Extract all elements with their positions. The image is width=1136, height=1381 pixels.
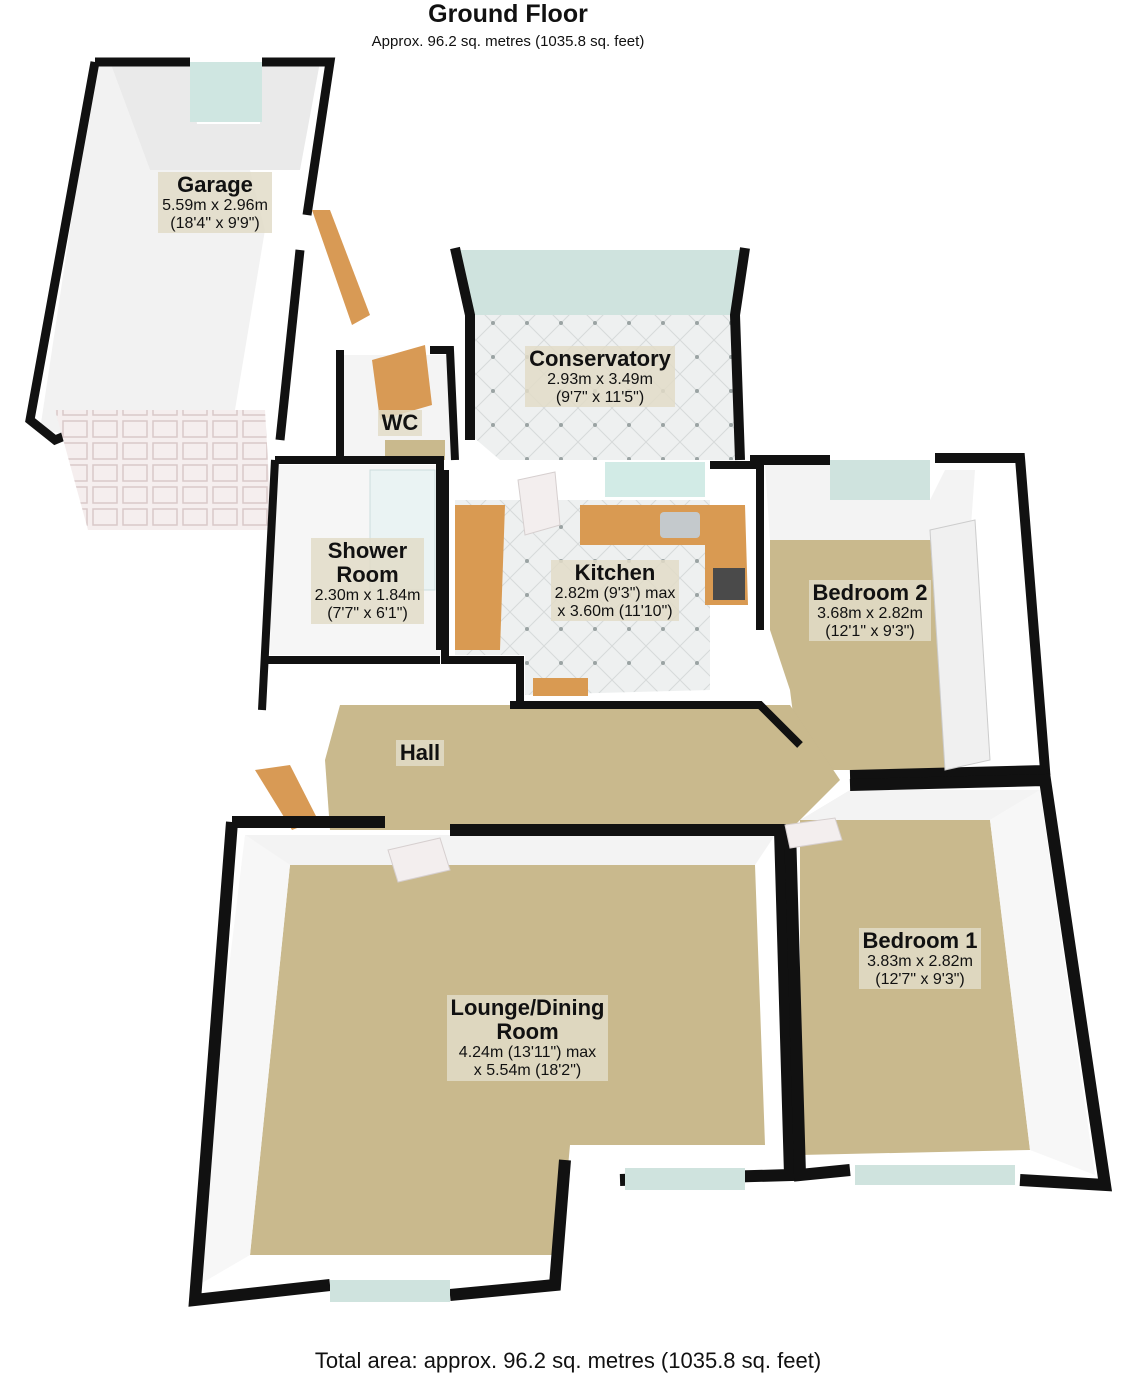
bedroom-1-label: Bedroom 1 3.83m x 2.82m (12'7" x 9'3")	[840, 928, 1000, 990]
kitchen-dimensions-metric: 2.82m (9'3") max	[554, 585, 676, 603]
garage-door	[55, 410, 272, 530]
bedroom-1-name: Bedroom 1	[862, 928, 978, 953]
bedroom-2-dimensions-imperial: (12'1" x 9'3")	[825, 622, 915, 640]
lounge-dining-dimensions-imperial: x 5.54m (18'2")	[473, 1061, 582, 1079]
lounge-dining-label: Lounge/Dining Room 4.24m (13'11") max x …	[425, 995, 630, 1081]
plan-title: Ground Floor	[428, 0, 588, 28]
hall-room	[255, 656, 840, 830]
wc-label: WC	[370, 410, 430, 437]
bedroom-1-window	[855, 1165, 1015, 1185]
hob-icon	[713, 568, 745, 600]
lounge-window-right	[625, 1168, 745, 1190]
conservatory-window	[605, 462, 705, 497]
bedroom-1-door	[784, 817, 843, 849]
garage-side-door	[312, 210, 370, 325]
conservatory-label: Conservatory 2.93m x 3.49m (9'7" x 11'5"…	[510, 346, 690, 408]
bedroom-2-window	[830, 460, 930, 500]
bedroom-1-dimensions-imperial: (12'7" x 9'3")	[875, 970, 965, 988]
kitchen-door	[517, 471, 561, 536]
conservatory-name: Conservatory	[529, 346, 671, 371]
kitchen-worktop-right	[580, 505, 748, 605]
bedroom-2-label: Bedroom 2 3.68m x 2.82m (12'1" x 9'3")	[795, 580, 945, 642]
front-door	[255, 765, 318, 830]
wc-room	[336, 345, 459, 461]
total-area: Total area: approx. 96.2 sq. metres (103…	[314, 1348, 822, 1373]
bedroom-2-wardrobe	[929, 519, 991, 771]
wc-name: WC	[381, 410, 419, 435]
garage-room	[25, 57, 370, 530]
lounge-dining-dimensions-metric: 4.24m (13'11") max	[458, 1044, 597, 1062]
lounge-dining-name-line1: Lounge/Dining	[450, 995, 605, 1020]
lounge-dining-name-line2: Room	[496, 1019, 559, 1045]
garage-label: Garage 5.59m x 2.96m (18'4" x 9'9")	[140, 172, 290, 234]
wc-door	[372, 345, 432, 420]
lounge-door	[387, 837, 451, 883]
sink-icon	[660, 512, 700, 538]
hall-name: Hall	[399, 740, 441, 765]
bedroom-2-dimensions-metric: 3.68m x 2.82m	[817, 605, 923, 623]
conservatory-dimensions-metric: 2.93m x 3.49m	[547, 371, 653, 389]
shower-room-dimensions-metric: 2.30m x 1.84m	[314, 587, 421, 605]
kitchen-dimensions-imperial: x 3.60m (11'10")	[557, 602, 673, 620]
shower-room-name-line2: Room	[336, 562, 399, 588]
plan-subtitle: Approx. 96.2 sq. metres (1035.8 sq. feet…	[371, 33, 645, 50]
hall-label: Hall	[385, 740, 455, 767]
shower-room-label: Shower Room 2.30m x 1.84m (7'7" x 6'1")	[290, 538, 445, 624]
lounge-window-bottom	[330, 1280, 450, 1302]
garage-dimensions-metric: 5.59m x 2.96m	[162, 197, 268, 215]
bedroom-2-name: Bedroom 2	[812, 580, 928, 605]
bedroom-1-dimensions-metric: 3.83m x 2.82m	[867, 953, 973, 971]
shower-room-dimensions-imperial: (7'7" x 6'1")	[327, 604, 408, 622]
kitchen-worktop-left	[455, 505, 505, 650]
garage-window	[190, 62, 262, 122]
shower-room-name-line1: Shower	[327, 538, 408, 563]
conservatory-dimensions-imperial: (9'7" x 11'5")	[555, 388, 645, 406]
kitchen-label: Kitchen 2.82m (9'3") max x 3.60m (11'10"…	[520, 560, 710, 622]
garage-dimensions-imperial: (18'4" x 9'9")	[170, 214, 260, 232]
kitchen-name: Kitchen	[574, 560, 656, 585]
garage-name: Garage	[177, 172, 253, 197]
